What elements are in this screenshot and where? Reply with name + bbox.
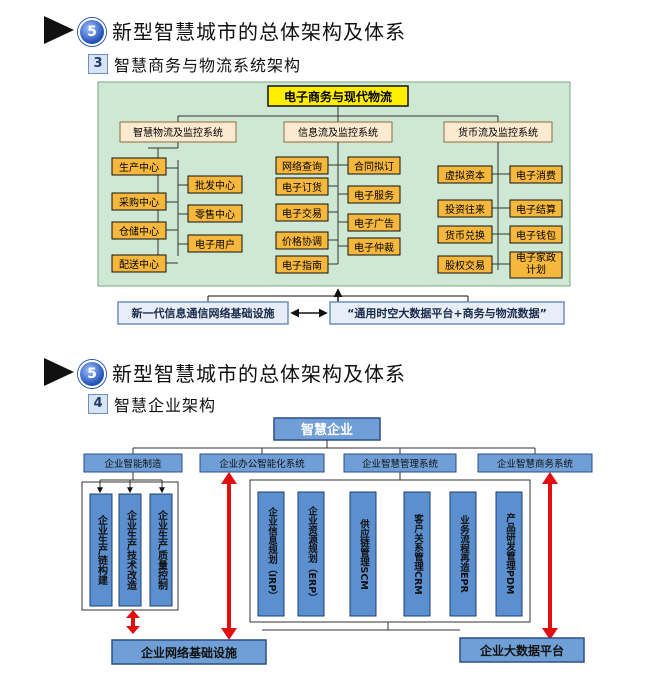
- management-item: 企业信息规划（IRP）: [266, 507, 277, 601]
- section2-header: 5 新型智慧城市的总体架构及体系: [0, 352, 656, 390]
- manufacturing-item: 企业生产技术改造: [124, 510, 136, 590]
- info-left-item: 电子交易: [282, 207, 322, 220]
- enterprise-branch-label: 企业办公智能化系统: [219, 458, 305, 470]
- info-left-item: 网络查询: [282, 160, 322, 173]
- section2-sub-number: 4: [88, 394, 108, 414]
- info-right-boxes: 合同拟订 电子服务 电子广告 电子仲裁: [347, 156, 401, 256]
- management-group: [249, 479, 531, 623]
- enterprise-top-label: 智慧企业: [301, 422, 353, 438]
- info-right-item: 电子服务: [354, 189, 394, 202]
- logistics-right-item: 零售中心: [195, 208, 235, 221]
- logistics-left-item: 采购中心: [119, 196, 159, 209]
- money-right-item: 电子结算: [516, 203, 556, 216]
- section2-title: 新型智慧城市的总体架构及体系: [112, 362, 406, 386]
- section1-title: 新型智慧城市的总体架构及体系: [112, 20, 406, 44]
- info-left-item: 电子指南: [282, 259, 322, 272]
- money-right-item: 电子家政计划: [516, 253, 556, 276]
- management-item: 供应链管理SCM: [358, 518, 369, 590]
- branch-logistics-label: 智慧物流及监控系统: [133, 126, 223, 139]
- money-right-item: 电子钱包: [516, 229, 556, 242]
- section1-sub-title: 智慧商务与物流系统架构: [114, 56, 302, 75]
- section1-sub-number: 3: [88, 54, 108, 74]
- enterprise-bigdata-box: [459, 637, 585, 663]
- info-right-item: 合同拟订: [354, 160, 394, 173]
- info-right-item: 电子仲裁: [354, 241, 394, 254]
- logistics-left-item: 仓储中心: [119, 225, 159, 238]
- logistics-right-boxes: 批发中心 零售中心 电子用户: [187, 175, 243, 253]
- manufacturing-boxes: 企业生产链构建 企业生产技术改造 企业生产质量控制: [89, 493, 173, 607]
- data-platform-box: [329, 301, 565, 325]
- info-right-item: 电子广告: [354, 217, 394, 230]
- management-item: 企业资源规划（ERP）: [306, 505, 317, 603]
- logistics-right-item: 电子用户: [195, 238, 235, 251]
- infra-label: 新一代信息通信网络基础设施: [132, 306, 275, 320]
- enterprise-branches: 企业智能制造 企业办公智能化系统 企业智慧管理系统 企业智慧商务系统: [83, 453, 593, 473]
- info-left-item: 电子订货: [282, 181, 322, 194]
- enterprise-branch-label: 企业智能制造: [104, 458, 162, 470]
- manufacturing-item: 企业生产质量控制: [155, 510, 167, 590]
- money-left-item: 虚拟资本: [445, 169, 485, 182]
- money-left-item: 股权交易: [445, 259, 485, 272]
- enterprise-bigdata-label: 企业大数据平台: [479, 643, 564, 658]
- management-item: 业务流程再造EPR: [458, 515, 469, 593]
- triangle-arrow-icon: [44, 16, 74, 44]
- commerce-logistics-diagram: 电子商务与现代物流 智慧物流及监控系统 信息流及监控系统 货币流及监控系统 生产…: [97, 81, 571, 325]
- money-right-item: 电子消费: [516, 169, 556, 182]
- info-left-boxes: 网络查询 电子订货 电子交易 价格协调 电子指南: [275, 156, 329, 274]
- manufacturing-item: 企业生产链构建: [95, 515, 107, 585]
- enterprise-branch-label: 企业智慧商务系统: [497, 458, 574, 470]
- money-left-item: 投资往来: [445, 203, 485, 216]
- section1-header: 5 新型智慧城市的总体架构及体系: [0, 10, 656, 48]
- branch-info-label: 信息流及监控系统: [298, 126, 378, 139]
- smart-enterprise-diagram: 智慧企业 企业智能制造 企业办公智能化系统 企业智慧管理系统 企业智慧商务系统 …: [81, 417, 593, 665]
- data-platform-label: “通用时空大数据平台+商务与物流数据”: [347, 306, 547, 320]
- money-left-boxes: 虚拟资本 投资往来 货币兑换 股权交易: [437, 165, 493, 274]
- red-arrows: [126, 472, 558, 640]
- enterprise-network-box: [111, 639, 267, 665]
- enterprise-network-label: 企业网络基础设施: [140, 645, 237, 660]
- info-left-item: 价格协调: [282, 235, 322, 248]
- management-item: 产品研发管理PDM: [504, 513, 515, 595]
- commerce-top-label: 电子商务与现代物流: [284, 89, 392, 104]
- manufacturing-group: [81, 481, 179, 611]
- money-left-item: 货币兑换: [445, 229, 485, 242]
- management-boxes: 企业信息规划（IRP） 企业资源规划（ERP） 供应链管理SCM 客户关系管理C…: [257, 491, 523, 617]
- money-right-boxes: 电子消费 电子结算 电子钱包 电子家政计划: [509, 165, 563, 279]
- diagram1-panel: [97, 81, 571, 287]
- section2-sub-title: 智慧企业架构: [114, 396, 217, 415]
- number-badge-icon: 5: [78, 360, 106, 388]
- logistics-left-item: 配送中心: [119, 258, 159, 271]
- infra-box: [117, 301, 289, 325]
- enterprise-branch-label: 企业智慧管理系统: [362, 458, 439, 470]
- logistics-right-item: 批发中心: [195, 179, 235, 192]
- triangle-arrow-icon: [44, 358, 74, 386]
- number-badge-icon: 5: [78, 18, 106, 46]
- management-item: 客户关系管理CRM: [412, 513, 423, 595]
- logistics-left-item: 生产中心: [119, 161, 159, 174]
- logistics-left-boxes: 生产中心 采购中心 仓储中心 配送中心: [111, 157, 167, 273]
- branch-money-label: 货币流及监控系统: [458, 126, 538, 139]
